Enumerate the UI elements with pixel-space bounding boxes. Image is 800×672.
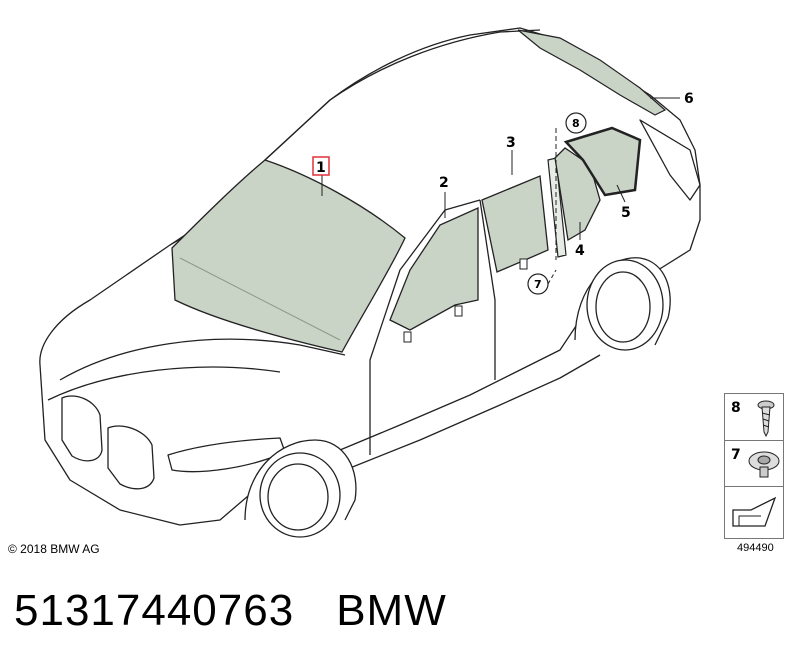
clip-nut-icon bbox=[748, 451, 780, 478]
front-glass-clip bbox=[454, 305, 463, 317]
legend-row-screw: 8 bbox=[725, 394, 783, 441]
front-glass-clip bbox=[403, 331, 412, 343]
rear-door-glass[interactable] bbox=[481, 175, 549, 273]
callout-2: 2 bbox=[439, 175, 449, 191]
brand-name: BMW bbox=[336, 586, 447, 635]
callout-7: 7 bbox=[534, 278, 542, 291]
rear-window-glass[interactable] bbox=[517, 29, 667, 116]
callout-8-circle bbox=[565, 112, 587, 134]
leader-lines bbox=[321, 97, 680, 285]
windshield-edge-line bbox=[179, 257, 341, 341]
legend-number: 8 bbox=[731, 400, 741, 416]
side-quarter-window[interactable] bbox=[563, 126, 642, 197]
callout-5: 5 bbox=[621, 205, 631, 221]
drawing-number: 494490 bbox=[737, 542, 774, 554]
highlighted-part-box bbox=[312, 156, 330, 176]
front-wheel bbox=[244, 439, 357, 538]
arrow-icon bbox=[732, 496, 777, 527]
rear-wheel bbox=[574, 257, 671, 351]
callout-7-circle bbox=[527, 273, 549, 295]
part-number: 51317440763 bbox=[14, 586, 295, 635]
callout-4: 4 bbox=[575, 243, 585, 259]
windshield-glass[interactable] bbox=[171, 159, 406, 353]
callout-6: 6 bbox=[684, 91, 694, 107]
screw-icon bbox=[757, 400, 775, 437]
legend-row-clip: 7 bbox=[725, 441, 783, 487]
rear-glass-clip bbox=[519, 258, 528, 270]
callout-8: 8 bbox=[572, 117, 580, 130]
copyright-notice: © 2018 BMW AG bbox=[8, 542, 100, 556]
part-caption: 51317440763 BMW bbox=[14, 586, 447, 636]
front-door-glass[interactable] bbox=[389, 206, 479, 331]
legend-row-arrow bbox=[725, 488, 783, 538]
legend-number: 7 bbox=[731, 447, 741, 463]
callout-1: 1 bbox=[316, 160, 326, 176]
callout-3: 3 bbox=[506, 135, 516, 151]
window-guide-rail[interactable] bbox=[547, 157, 567, 258]
parts-diagram: 1 2 3 4 5 6 7 8 bbox=[39, 27, 701, 538]
fastener-legend: 8 7 bbox=[724, 393, 784, 539]
